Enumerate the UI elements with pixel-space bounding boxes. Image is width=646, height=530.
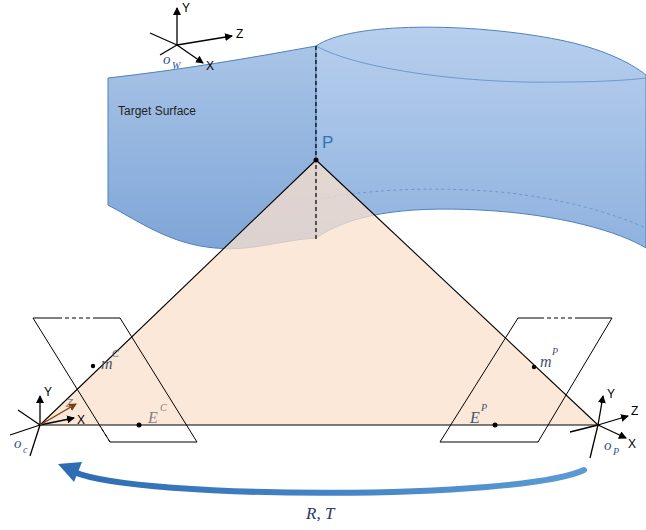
image-point-superscript: C <box>112 349 119 359</box>
axis-letter: X <box>206 60 214 72</box>
epipole-label: E <box>148 410 158 426</box>
axis-letter: Z <box>66 398 73 409</box>
epipole-superscript: P <box>481 403 487 413</box>
epipole-label: E <box>470 410 480 426</box>
axis-letter: Y <box>182 2 190 14</box>
surface-region: Target Surface <box>118 104 268 118</box>
image-point: m <box>101 356 113 372</box>
axis-letter: Y <box>44 386 52 398</box>
origin-label: o <box>14 436 22 451</box>
origin-label: o <box>163 52 171 67</box>
transform-label: R, T <box>306 505 334 522</box>
axis-letter: Z <box>236 28 243 40</box>
surface-label: Target Surface <box>118 104 268 118</box>
axis-letter: Y <box>607 388 615 400</box>
origin-label: o <box>604 438 612 453</box>
origin-subscript: W <box>172 61 180 71</box>
epipole-superscript: C <box>160 403 167 413</box>
axis-letter: X <box>628 438 636 450</box>
image-point-superscript: P <box>552 347 558 357</box>
image-point: m <box>540 354 552 370</box>
origin-subscript: c <box>23 445 27 455</box>
origin-subscript: P <box>613 447 619 457</box>
axis-letter: X <box>77 414 85 426</box>
point-label: P <box>322 134 333 151</box>
axis-letter: Z <box>631 405 638 417</box>
